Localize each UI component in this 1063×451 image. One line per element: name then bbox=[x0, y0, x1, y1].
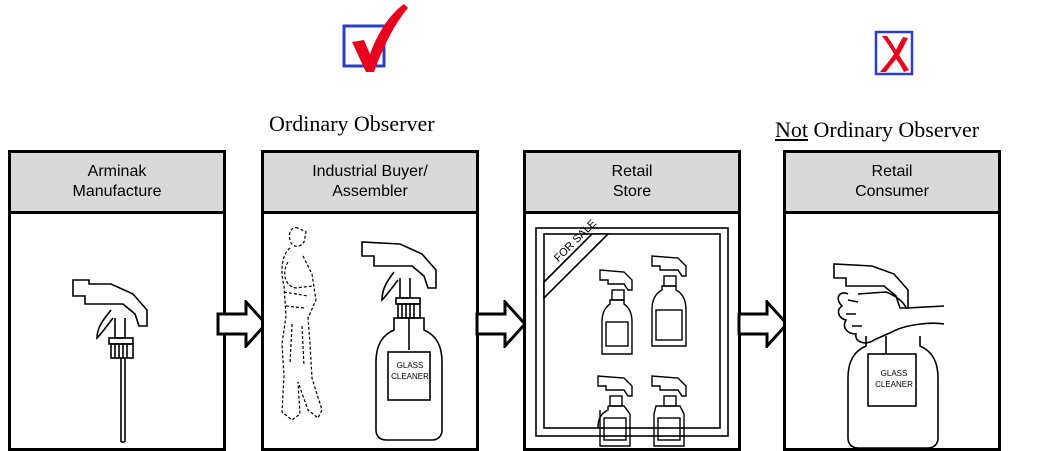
stage-retail-consumer: Retail Consumer GLASS CLEANER bbox=[783, 150, 1001, 451]
x-mark-icon bbox=[874, 30, 914, 76]
stage-retail-store: Retail Store bbox=[523, 150, 741, 451]
bottle-label: GLASS CLEANER bbox=[391, 361, 429, 381]
flow-arrow-icon bbox=[216, 300, 269, 348]
not-ordinary-observer-label: Not Ordinary Observer bbox=[775, 117, 980, 142]
flow-arrow-icon bbox=[475, 300, 528, 348]
check-mark-icon bbox=[342, 4, 408, 72]
bottle-label: GLASS CLEANER bbox=[875, 369, 913, 389]
ordinary-observer-label: Ordinary Observer bbox=[269, 111, 435, 136]
stage-industrial-buyer: Industrial Buyer/ Assembler GLASS CLEANE… bbox=[261, 150, 479, 451]
stage-title: Industrial Buyer/ Assembler bbox=[264, 153, 476, 214]
stage-title: Arminak Manufacture bbox=[11, 153, 223, 214]
worker-figure-icon bbox=[281, 227, 323, 421]
stage-manufacture: Arminak Manufacture bbox=[8, 150, 226, 451]
glass-cleaner-bottle-icon bbox=[361, 241, 443, 441]
stage-title: Retail Store bbox=[526, 153, 738, 214]
hand-holding-bottle-icon bbox=[833, 263, 945, 448]
store-display-icon bbox=[535, 227, 729, 447]
stage-title: Retail Consumer bbox=[786, 153, 998, 214]
flow-arrow-icon bbox=[737, 300, 790, 348]
trigger-sprayer-icon bbox=[72, 279, 148, 443]
